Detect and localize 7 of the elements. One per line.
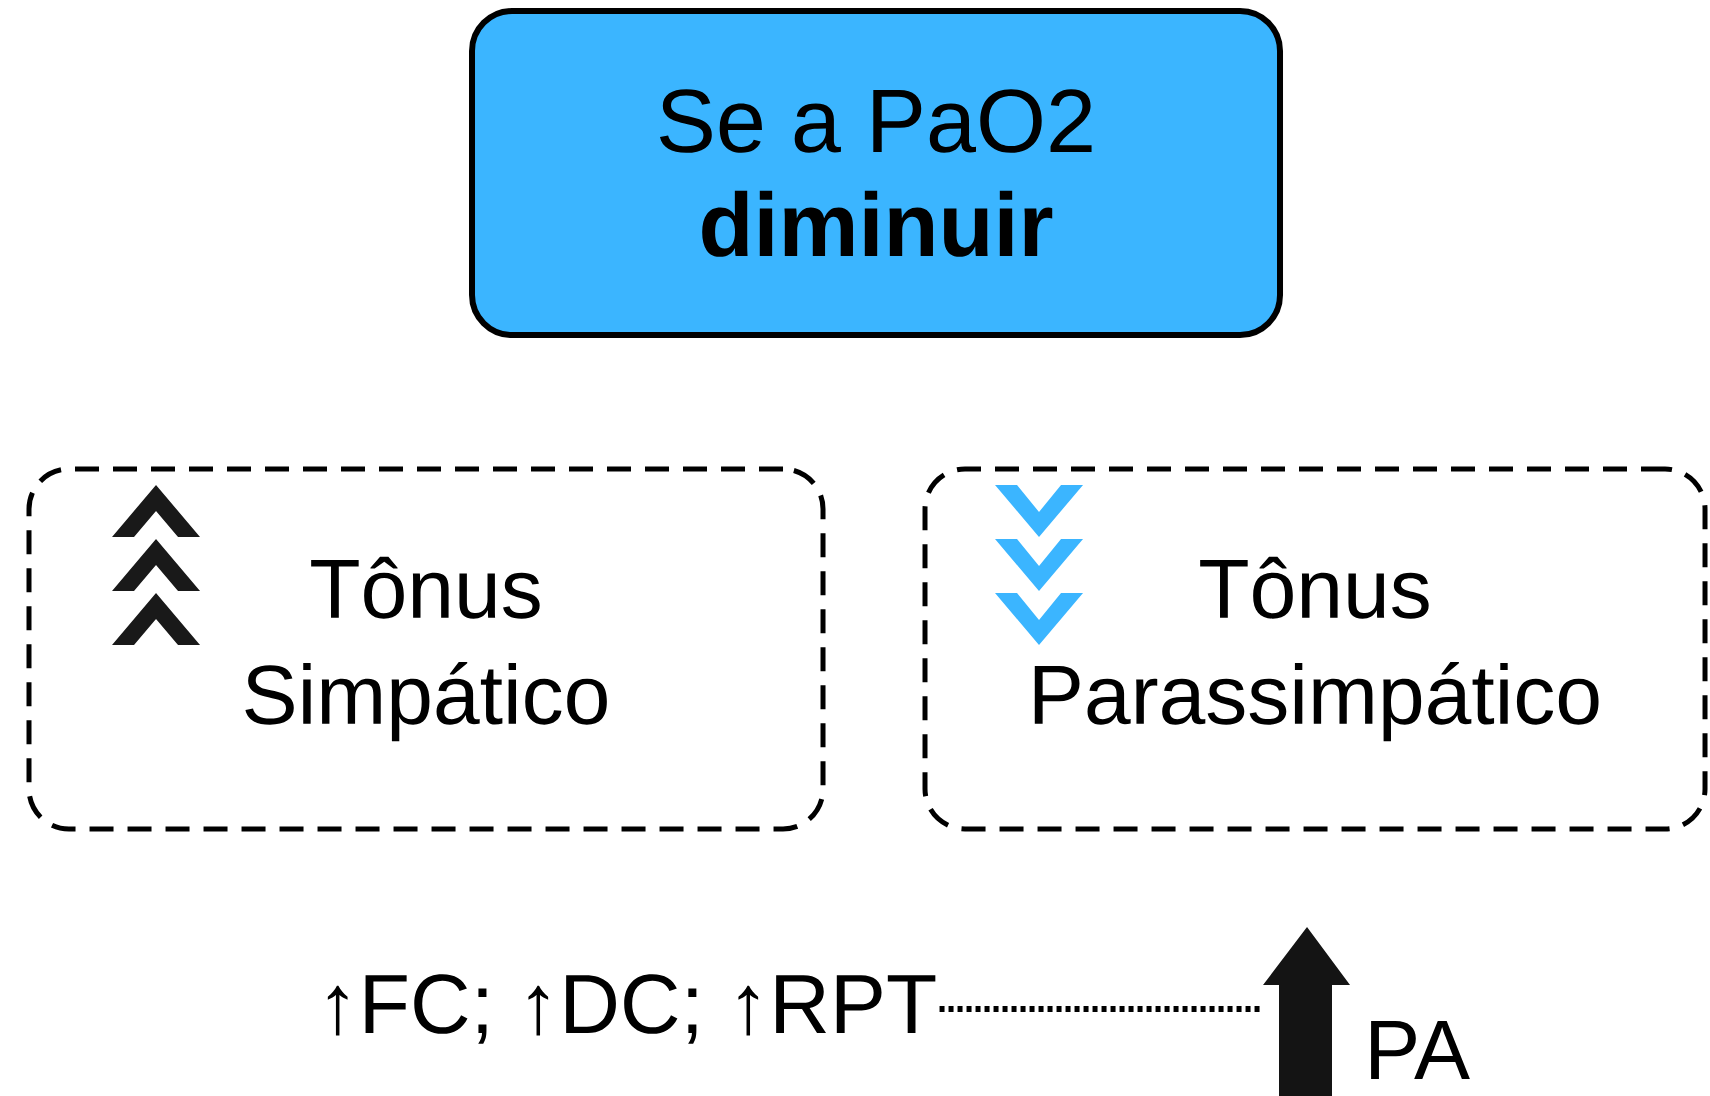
condition-box: Se a PaO2 diminuir — [469, 8, 1283, 338]
dotted-line — [939, 1006, 1263, 1012]
group-box: Tônus Parassimpático — [922, 466, 1708, 832]
group-box: Tônus Simpático — [26, 466, 826, 832]
label-text: ↑FC; ↑DC; ↑RPT — [327, 974, 936, 1044]
label-text: PA — [1371, 1021, 1470, 1079]
up-arrow-shape — [1263, 927, 1350, 1096]
